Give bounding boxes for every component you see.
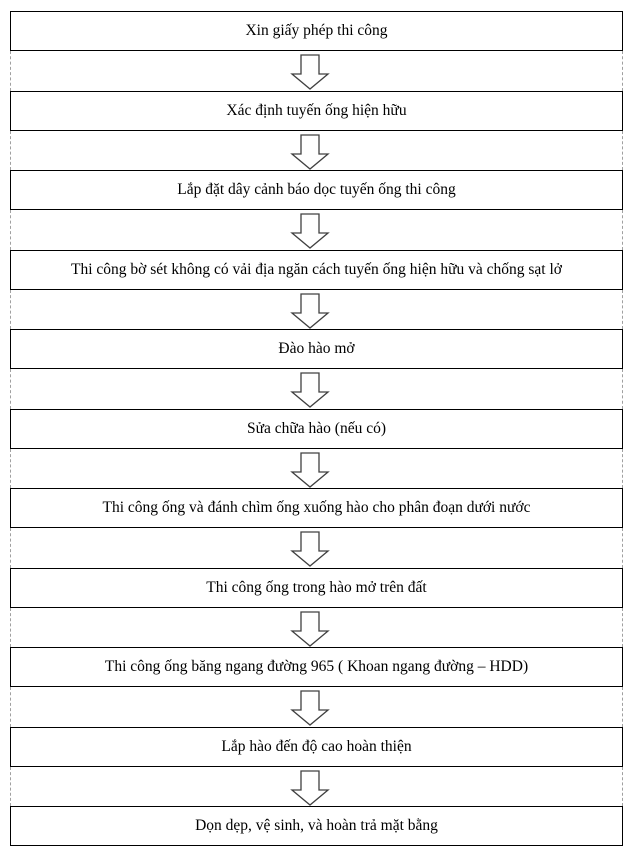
flowchart-step: Xác định tuyến ống hiện hữu — [10, 90, 623, 131]
connector — [10, 369, 623, 409]
step-label: Đào hào mở — [278, 340, 355, 357]
flowchart-step: Dọn dẹp, vệ sinh, và hoàn trả mặt bằng — [10, 806, 623, 846]
step-label: Thi công ống trong hào mở trên đất — [206, 578, 427, 596]
connector — [10, 289, 623, 329]
arrow-shape — [290, 372, 330, 408]
flowchart-step: Thi công bờ sét không có vải địa ngăn cá… — [10, 249, 623, 290]
flowchart-step: Thi công ống trong hào mở trên đất — [10, 567, 623, 608]
step-label: Thi công ống và đánh chìm ống xuống hào … — [102, 499, 531, 516]
down-arrow-icon — [290, 531, 330, 567]
connector — [10, 687, 623, 727]
step-label: Thi công bờ sét không có vải địa ngăn cá… — [71, 260, 562, 278]
step-label: Sửa chữa hào (nếu có) — [246, 419, 387, 437]
connector — [10, 210, 623, 250]
flowchart-step: Thi công ống băng ngang đường 965 ( Khoa… — [10, 647, 623, 687]
arrow-shape — [290, 54, 330, 90]
connector — [10, 51, 623, 91]
connector — [10, 130, 623, 170]
step-label: Xác định tuyến ống hiện hữu — [226, 101, 407, 119]
down-arrow-icon — [290, 54, 330, 90]
down-arrow-icon — [290, 213, 330, 249]
down-arrow-icon — [290, 372, 330, 408]
down-arrow-icon — [290, 769, 330, 806]
connector — [10, 448, 623, 488]
down-arrow-icon — [290, 292, 330, 329]
flowchart-step: Lắp hào đến độ cao hoàn thiện — [10, 726, 623, 767]
arrow-shape — [290, 531, 330, 567]
flowchart-step: Xin giấy phép thi công — [10, 11, 623, 51]
connector — [10, 607, 623, 647]
step-label: Dọn dẹp, vệ sinh, và hoàn trả mặt bằng — [195, 817, 438, 834]
arrow-shape — [290, 690, 330, 726]
arrow-shape — [290, 213, 330, 249]
flowchart-step: Thi công ống và đánh chìm ống xuống hào … — [10, 488, 623, 528]
step-label: Thi công ống băng ngang đường 965 ( Khoa… — [104, 658, 529, 675]
arrow-shape — [290, 451, 330, 488]
arrow-shape — [290, 292, 330, 329]
down-arrow-icon — [290, 451, 330, 488]
flowchart-step: Lắp đặt dây cảnh báo dọc tuyến ống thi c… — [10, 170, 623, 210]
down-arrow-icon — [290, 133, 330, 170]
connector — [10, 528, 623, 568]
down-arrow-icon — [290, 690, 330, 726]
flowchart-step: Đào hào mở — [10, 329, 623, 369]
arrow-shape — [290, 769, 330, 806]
step-label: Xin giấy phép thi công — [245, 22, 388, 39]
arrow-shape — [290, 610, 330, 647]
step-label: Lắp đặt dây cảnh báo dọc tuyến ống thi c… — [177, 181, 456, 198]
down-arrow-icon — [290, 610, 330, 647]
flowchart-step: Sửa chữa hào (nếu có) — [10, 408, 623, 449]
arrow-shape — [290, 133, 330, 170]
step-label: Lắp hào đến độ cao hoàn thiện — [221, 737, 412, 755]
connector — [10, 766, 623, 806]
